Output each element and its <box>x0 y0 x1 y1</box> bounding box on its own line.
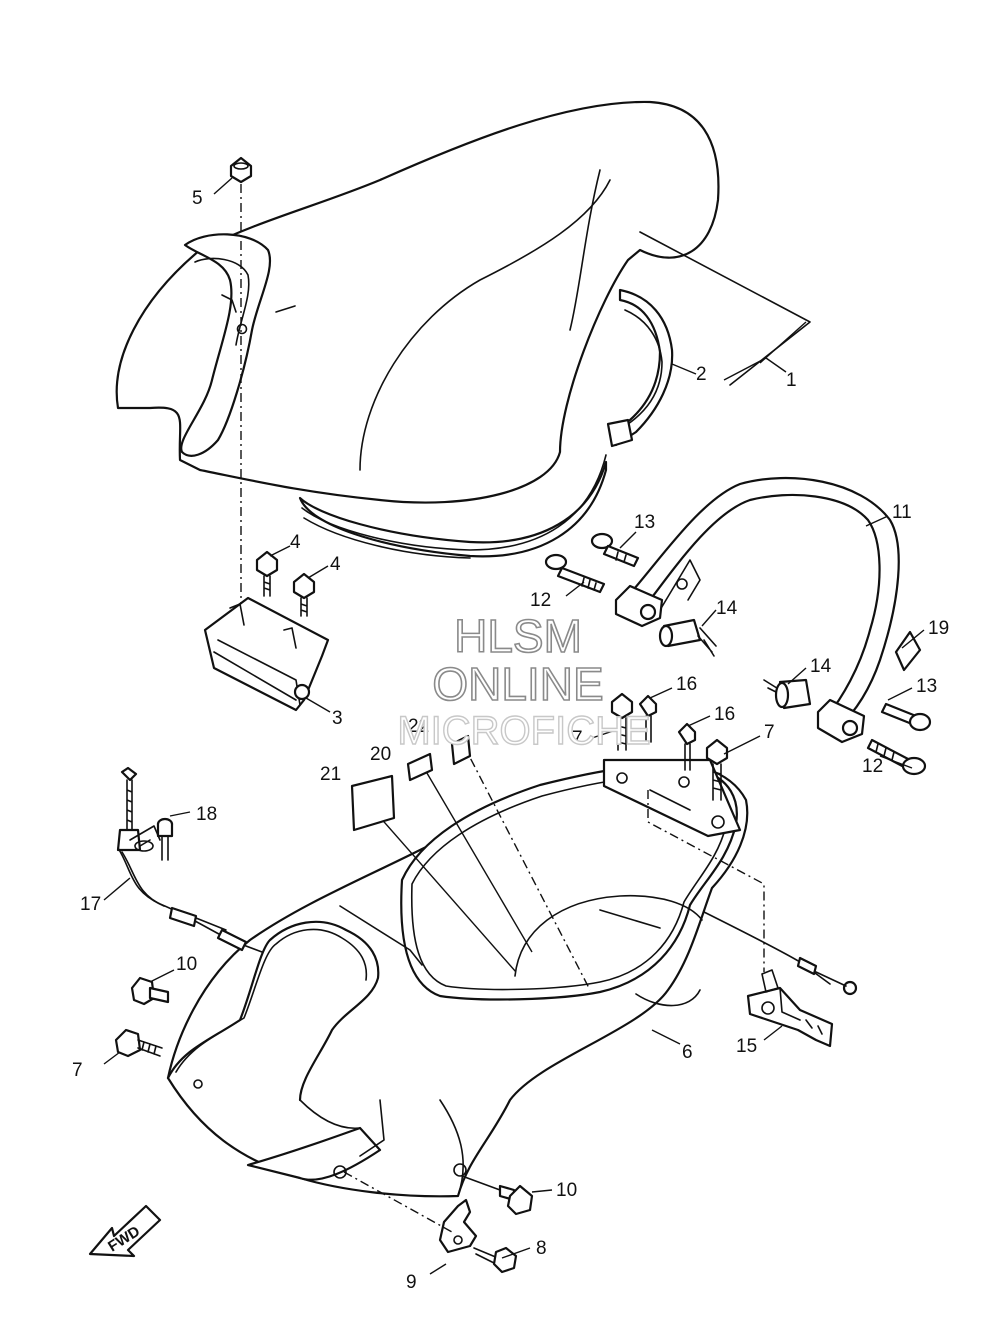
caution-label-19 <box>894 630 922 672</box>
callout-labels: 1 2 3 4 4 5 6 7 7 7 8 9 10 10 11 12 12 1… <box>72 188 949 1293</box>
bolt-13-lower[interactable] <box>880 702 932 732</box>
grab-bar[interactable] <box>614 476 900 744</box>
leader-9 <box>343 1171 453 1233</box>
callout-8: 8 <box>536 1238 547 1259</box>
callout-7-right: 7 <box>764 722 775 743</box>
leader-22 <box>461 741 591 991</box>
bolt-7-top-left[interactable] <box>610 692 634 751</box>
watermark-line-3: MICROFICHE <box>397 709 650 753</box>
callout-7-left: 7 <box>72 1060 83 1081</box>
callout-10-left: 10 <box>176 954 197 975</box>
bolt-16-right[interactable] <box>677 722 697 771</box>
callout-14-upper: 14 <box>716 598 738 619</box>
watermark-line-1: HLSM <box>454 610 582 662</box>
nut-5[interactable] <box>229 156 253 184</box>
leader-21 <box>377 814 517 973</box>
callout-15: 15 <box>736 1036 757 1057</box>
luggage-box[interactable] <box>166 758 749 1198</box>
callout-2: 2 <box>696 364 707 385</box>
bolt-10-left[interactable] <box>130 976 170 1006</box>
bolt-13-upper[interactable] <box>590 532 640 568</box>
callout-12-upper: 12 <box>530 590 551 611</box>
callout-16-left: 16 <box>676 674 697 695</box>
callout-6: 6 <box>682 1042 693 1063</box>
callout-16-right: 16 <box>714 704 735 725</box>
callout-7-top: 7 <box>572 728 583 749</box>
callout-10-right: 10 <box>556 1180 577 1201</box>
callout-11: 11 <box>892 502 912 523</box>
forward-arrow-icon: FWD <box>88 1204 162 1258</box>
label-21 <box>350 774 396 832</box>
bolt-10-right[interactable] <box>461 1175 534 1216</box>
callout-4-right: 4 <box>330 554 341 575</box>
bolt-7-top-right[interactable] <box>705 738 729 801</box>
seat-lock-cable[interactable] <box>116 766 263 953</box>
callout-1: 1 <box>786 370 797 391</box>
bolt-4-left[interactable] <box>255 550 279 597</box>
callout-leaders <box>103 177 925 1275</box>
callout-21: 21 <box>320 764 341 785</box>
bolt-8[interactable] <box>473 1246 518 1274</box>
bolt-4-right[interactable] <box>292 572 316 617</box>
leader-20 <box>423 767 533 953</box>
label-22 <box>450 734 472 766</box>
callout-13-lower: 13 <box>916 676 937 697</box>
bolt-7-left-lower[interactable] <box>114 1028 163 1058</box>
label-20 <box>406 752 434 782</box>
watermark: HLSM ONLINE MICROFICHE <box>397 609 652 754</box>
callout-12-lower: 12 <box>862 756 883 777</box>
callout-13-upper: 13 <box>634 512 655 533</box>
callout-19: 19 <box>928 618 949 639</box>
callout-18: 18 <box>196 804 217 825</box>
seat-lock-15[interactable] <box>746 969 834 1048</box>
spacer-14-lower[interactable] <box>763 678 812 710</box>
bolt-12-lower[interactable] <box>866 738 927 776</box>
leader-7-15 <box>647 790 765 972</box>
callout-4-left: 4 <box>290 532 301 553</box>
bracket-9[interactable] <box>438 1198 478 1254</box>
callout-20: 20 <box>370 744 391 765</box>
callout-3: 3 <box>332 708 343 729</box>
spacer-14-upper[interactable] <box>658 618 717 657</box>
seat-base-outline <box>639 231 811 386</box>
callout-9: 9 <box>406 1272 417 1293</box>
cable-17-rear-end <box>796 956 818 976</box>
watermark-line-2: ONLINE <box>432 658 603 710</box>
seat-assembly[interactable] <box>115 100 720 559</box>
bolt-12-upper[interactable] <box>544 553 606 594</box>
callout-17: 17 <box>80 894 101 915</box>
screw-18[interactable] <box>156 817 174 861</box>
callout-22: 22 <box>408 716 429 737</box>
seat-lock-bracket[interactable] <box>203 596 330 712</box>
bolt-16-left[interactable] <box>638 694 658 743</box>
cable-17-rear <box>703 911 831 985</box>
callout-14-lower: 14 <box>810 656 832 677</box>
callout-5: 5 <box>192 188 203 209</box>
